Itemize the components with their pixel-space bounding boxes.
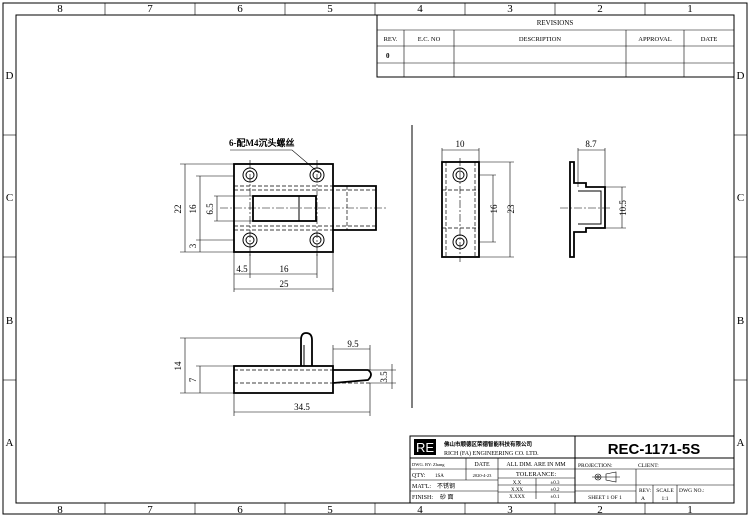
revisions-header-description: DESCRIPTION bbox=[519, 36, 562, 43]
date-value: 2020-4-23 bbox=[473, 473, 492, 478]
zone-row-left-B: B bbox=[6, 315, 13, 327]
scale-value: 1:1 bbox=[661, 496, 668, 502]
zone-row-right-C: C bbox=[737, 192, 744, 204]
company-name-en: RICH (FA) ENGINEERING CO. LTD. bbox=[444, 450, 539, 457]
dim-side-width-top: 10 bbox=[456, 139, 466, 149]
projection-symbol-icon bbox=[592, 471, 620, 483]
tolerance-xxxx-value: ±0.1 bbox=[551, 495, 560, 500]
zone-col-bottom-8: 8 bbox=[57, 504, 63, 516]
dim-end-height: 10.5 bbox=[618, 200, 628, 216]
matl-label: MAT'L: bbox=[412, 484, 431, 490]
front-view: 6-配M4沉头螺丝 22 16 6.5 3 4.5 16 25 bbox=[173, 137, 388, 292]
client-label: CLIENT: bbox=[638, 463, 659, 469]
zone-col-bottom-6: 6 bbox=[237, 504, 243, 516]
zone-row-right-B: B bbox=[737, 315, 744, 327]
tolerance-label: TOLERANCE: bbox=[516, 471, 557, 478]
zone-row-left-D: D bbox=[6, 70, 14, 82]
dim-side-height-inner: 16 bbox=[489, 204, 499, 214]
zone-row-left-A: A bbox=[6, 437, 14, 449]
zone-labels: 8 7 6 5 4 3 2 1 8 7 6 5 4 3 2 1 D C B A … bbox=[6, 3, 745, 516]
dwg-by-value: Zhang bbox=[433, 462, 445, 467]
dwg-by-label: DWG. BY: bbox=[412, 462, 432, 467]
dim-front-height-slot: 6.5 bbox=[205, 203, 215, 215]
tolerance-xx-value: ±0.3 bbox=[551, 481, 560, 486]
bottom-view: 14 7 9.5 3.5 34.5 bbox=[173, 332, 396, 416]
zone-col-top-7: 7 bbox=[147, 3, 153, 15]
dim-end-width-top: 8.7 bbox=[585, 139, 597, 149]
zone-col-bottom-4: 4 bbox=[417, 504, 423, 516]
tolerance-xxxx-label: X.XXX bbox=[509, 495, 525, 500]
zone-col-top-3: 3 bbox=[507, 3, 513, 15]
zone-col-bottom-7: 7 bbox=[147, 504, 153, 516]
zone-col-top-1: 1 bbox=[687, 3, 693, 15]
title-block: RE 佛山市顺德区荣德智能科技有限公司 RICH (FA) ENGINEERIN… bbox=[409, 435, 735, 504]
end-view: 8.7 10.5 bbox=[560, 139, 628, 258]
dim-bottom-height-body: 7 bbox=[188, 377, 198, 382]
zone-row-left-C: C bbox=[6, 192, 13, 204]
revisions-title: REVISIONS bbox=[537, 19, 574, 27]
revisions-table: REVISIONS REV. E.C. NO DESCRIPTION APPRO… bbox=[376, 14, 735, 78]
dim-bottom-bolt-thk: 3.5 bbox=[379, 371, 389, 383]
dwg-no-label: DWG NO.: bbox=[679, 488, 705, 494]
tolerance-xxx-value: ±0.2 bbox=[551, 488, 560, 493]
dims-note: ALL DIM. ARE IN MM bbox=[506, 462, 566, 468]
dim-front-width-overall: 25 bbox=[280, 279, 290, 289]
revisions-header-ecno: E.C. NO bbox=[418, 36, 441, 43]
scale-label: SCALE bbox=[656, 488, 674, 494]
zone-col-bottom-5: 5 bbox=[327, 504, 333, 516]
dim-front-offset-bottom: 3 bbox=[188, 243, 198, 248]
dim-bottom-length-overall: 34.5 bbox=[294, 402, 310, 412]
screw-note: 6-配M4沉头螺丝 bbox=[229, 137, 295, 148]
zone-col-top-6: 6 bbox=[237, 3, 243, 15]
company-logo bbox=[414, 439, 436, 455]
matl-value: 不锈钢 bbox=[437, 482, 455, 490]
zone-col-top-2: 2 bbox=[597, 3, 603, 15]
zone-col-bottom-1: 1 bbox=[687, 504, 693, 516]
zone-row-right-A: A bbox=[737, 437, 745, 449]
dim-bottom-height-overall: 14 bbox=[173, 361, 183, 371]
qty-value: 1SA bbox=[435, 474, 444, 479]
sheet-label: SHEET 1 OF 1 bbox=[588, 495, 622, 501]
dim-side-height-overall: 23 bbox=[506, 204, 516, 214]
revisions-header-rev: REV. bbox=[384, 36, 398, 43]
revisions-header-approval: APPROVAL bbox=[638, 36, 672, 43]
dim-front-height-overall: 22 bbox=[173, 205, 183, 214]
rev-value: A bbox=[641, 496, 645, 502]
company-logo-text: RE bbox=[416, 440, 434, 455]
qty-label: QTY: bbox=[412, 473, 426, 479]
zone-col-bottom-2: 2 bbox=[597, 504, 603, 516]
zone-col-top-4: 4 bbox=[417, 3, 423, 15]
drawing-number: REC-1171-5S bbox=[608, 441, 701, 458]
tolerance-xxx-label: X.XX bbox=[511, 488, 523, 493]
zone-row-right-D: D bbox=[737, 70, 745, 82]
zone-col-bottom-3: 3 bbox=[507, 504, 513, 516]
finish-label: FINISH: bbox=[412, 495, 433, 501]
dim-front-height-inner: 16 bbox=[188, 204, 198, 214]
rev-label: REV: bbox=[639, 488, 652, 494]
projection-label: PROJECTION: bbox=[578, 463, 613, 469]
zone-col-top-5: 5 bbox=[327, 3, 333, 15]
revisions-row-0-rev: 0 bbox=[386, 52, 390, 60]
finish-value: 砂 面 bbox=[440, 493, 454, 501]
company-name-cn: 佛山市顺德区荣德智能科技有限公司 bbox=[443, 440, 532, 448]
dim-front-width-inner: 16 bbox=[280, 264, 290, 274]
date-label: DATE bbox=[474, 462, 490, 468]
revisions-header-date: DATE bbox=[701, 36, 718, 43]
zone-col-top-8: 8 bbox=[57, 3, 63, 15]
dim-front-offset-left: 4.5 bbox=[236, 264, 248, 274]
tolerance-xx-label: X.X bbox=[513, 481, 522, 486]
dim-bottom-bolt-ext: 9.5 bbox=[347, 339, 359, 349]
side-view: 10 16 23 bbox=[441, 139, 516, 262]
